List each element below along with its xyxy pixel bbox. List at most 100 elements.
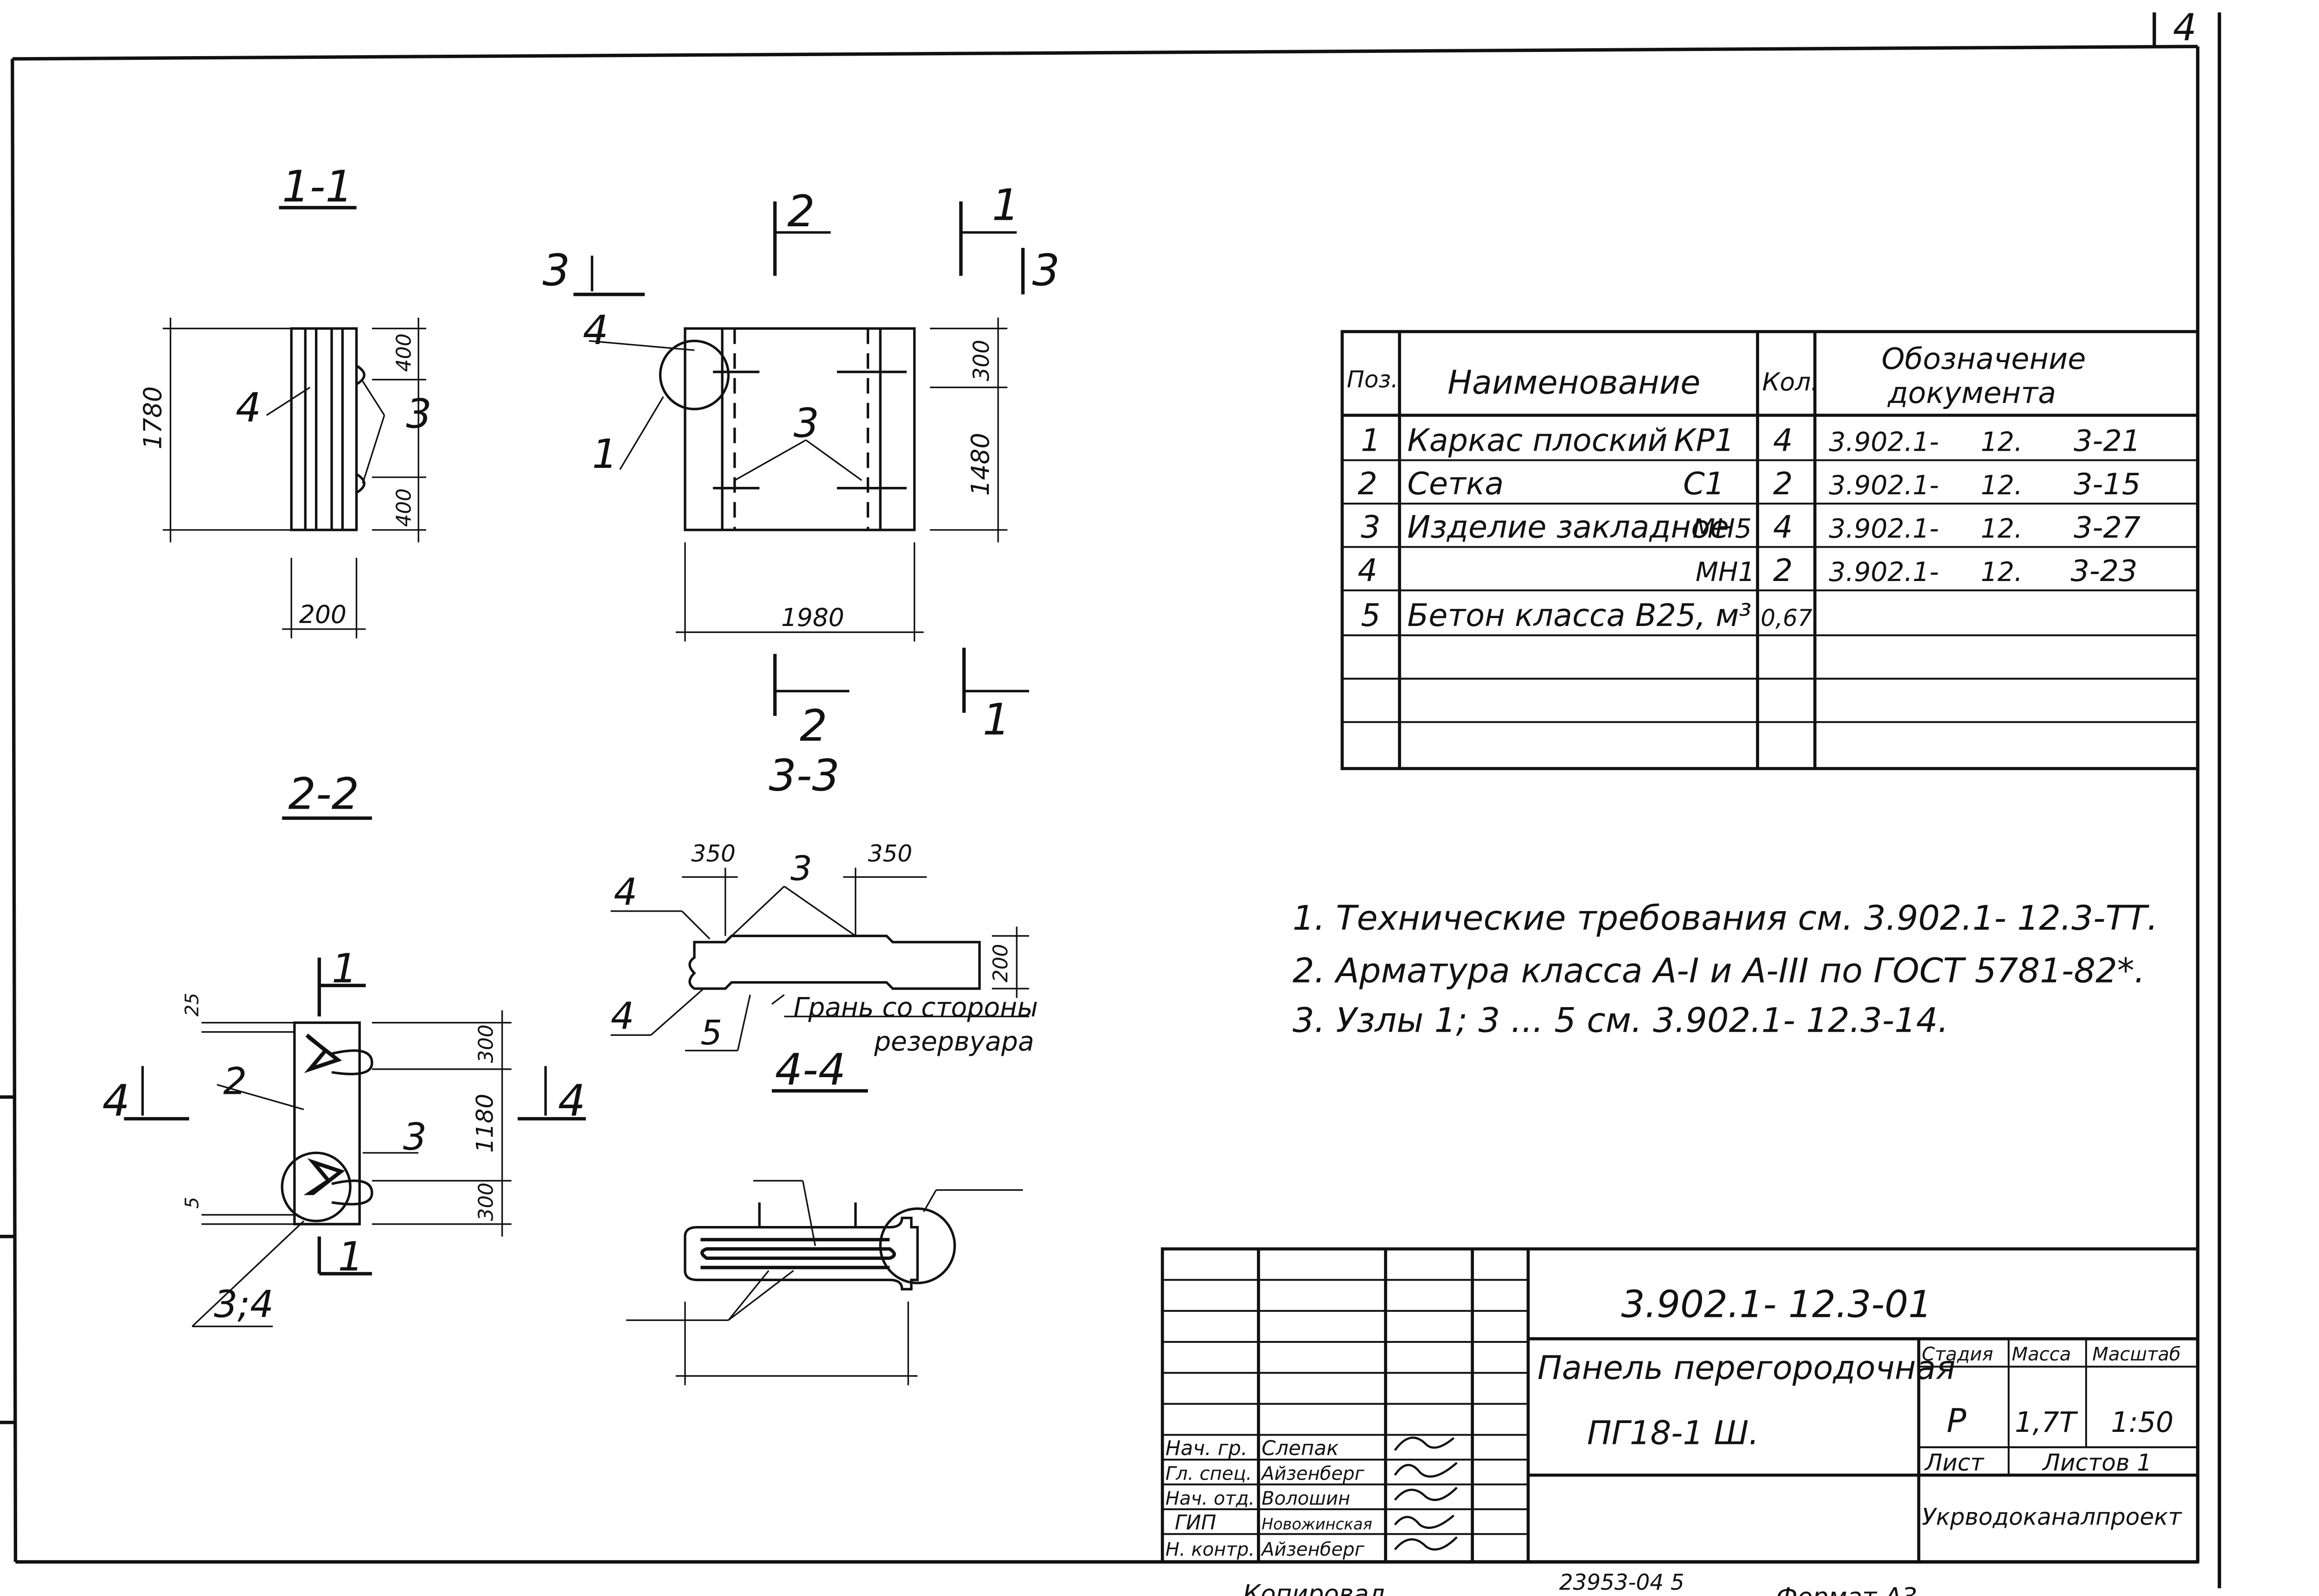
spec-row: 3 Изделие закладное МН5 4 3.902.1- 12. 3… [1361, 509, 2140, 545]
svg-text:2: 2 [1773, 466, 1793, 502]
organization: Укрводоканалпроект [1922, 1503, 2183, 1530]
svg-text:5: 5 [1361, 597, 1381, 633]
cut-mark-label: 4 [102, 1076, 130, 1126]
svg-text:2: 2 [1773, 552, 1793, 588]
svg-text:Айзенберг: Айзенберг [1260, 1463, 1365, 1484]
svg-text:3-15: 3-15 [2074, 467, 2140, 501]
staff-row: Нач. отд. Волошин [1166, 1488, 1350, 1509]
cut-mark-label: 2 [800, 701, 827, 751]
section-2-2-title: 2-2 [288, 769, 359, 819]
note-line: 1. Технические требования см. 3.902.1- 1… [1293, 899, 2158, 938]
dim-25: 25 [182, 993, 203, 1016]
svg-text:3.902.1-: 3.902.1- [1829, 557, 1939, 587]
section-3-3-callout: 1 [592, 431, 618, 478]
spec-table: Поз. Наименование Кол. Обозначение докум… [1340, 330, 2199, 770]
signature [1394, 1436, 1458, 1551]
svg-text:Айзенберг: Айзенберг [1260, 1539, 1365, 1560]
svg-text:Бетон класса В25, м³: Бетон класса В25, м³ [1407, 597, 1751, 633]
inventory-number: 23953-04 5 [1559, 1570, 1685, 1596]
svg-text:4: 4 [1773, 422, 1793, 458]
svg-text:3-27: 3-27 [2074, 511, 2140, 545]
svg-text:12.: 12. [1981, 470, 2023, 501]
spec-header-doc-line1: Обозначение [1882, 341, 2086, 376]
document-name-line1: Панель перегородочная [1537, 1349, 1955, 1387]
cut-mark-label: 3 [543, 245, 570, 296]
spec-header-name: Наименование [1448, 364, 1700, 402]
note-line: 3. Узлы 1; 3 ... 5 см. 3.902.1- 12.3-14. [1293, 1001, 1948, 1041]
svg-text:Н. контр.: Н. контр. [1166, 1539, 1255, 1560]
spec-header-pos: Поз. [1347, 365, 1398, 393]
section-4-4-callout: 5 [700, 1013, 722, 1053]
sheets-label: Листов 1 [2042, 1449, 2152, 1476]
svg-text:Волошин: Волошин [1262, 1488, 1350, 1509]
dim-350-left: 350 [691, 840, 736, 867]
dim-300: 300 [969, 340, 994, 381]
plan-view [626, 1180, 1023, 1385]
svg-text:Нач. гр.: Нач. гр. [1166, 1437, 1248, 1460]
dim-350-right: 350 [868, 840, 912, 867]
section-4-4-callout: 4 [614, 871, 637, 914]
staff-row: Гл. спец. Айзенберг [1166, 1463, 1365, 1484]
svg-text:МН5: МН5 [1692, 514, 1752, 544]
sheet-format: Формат А3 [1776, 1582, 1917, 1596]
svg-text:3-21: 3-21 [2074, 423, 2140, 458]
spec-header-qty: Кол. [1762, 367, 1819, 396]
svg-text:КР1: КР1 [1674, 422, 1734, 458]
svg-text:3-23: 3-23 [2070, 554, 2137, 588]
dim-1780: 1780 [138, 386, 167, 449]
mass-label: Масса [2012, 1344, 2071, 1365]
spec-row: 1 Каркас плоский КР1 4 3.902.1- 12. 3-21 [1361, 422, 2140, 458]
svg-text:МН1: МН1 [1696, 557, 1755, 587]
document-code: 3.902.1- 12.3-01 [1621, 1283, 1932, 1326]
section-4-4-callout: 4 [611, 995, 634, 1038]
section-1-1-callout: 3 [406, 390, 432, 437]
section-1-1-callout: 4 [236, 384, 261, 431]
staff-row: ГИП Новожинская [1175, 1511, 1372, 1534]
spec-header-doc-line2: документа [1887, 376, 2056, 410]
staff-row: Нач. гр. Слепак [1166, 1437, 1339, 1460]
section-2-2-callout: 3;4 [214, 1283, 274, 1326]
edge-note-line1: Грань со стороны [794, 992, 1038, 1023]
section-2-2-callout: 3 [403, 1116, 427, 1159]
dim-400-bottom: 400 [393, 488, 416, 527]
section-2-2-callout: 2 [223, 1060, 247, 1103]
svg-text:3.902.1-: 3.902.1- [1829, 514, 1939, 544]
svg-text:3: 3 [1361, 509, 1381, 545]
section-4-4-title: 4-4 [775, 1045, 846, 1095]
section-1-1: 1-1 4 3 1780 400 4 [138, 161, 432, 638]
cut-mark-label: 1 [332, 945, 357, 992]
mass-value: 1,7Т [2015, 1406, 2078, 1439]
svg-text:0,67: 0,67 [1761, 604, 1813, 632]
sheet-label: Лист [1924, 1449, 1985, 1476]
dim-1980: 1980 [781, 603, 844, 632]
svg-text:4: 4 [1358, 552, 1377, 588]
section-3-3-callout: 4 [583, 307, 608, 354]
cut-mark-label: 4 [558, 1076, 586, 1126]
section-4-4: 350 350 200 4 3 4 5 Грань со стороны рез… [610, 840, 1038, 1095]
scale-value: 1:50 [2111, 1406, 2173, 1439]
spec-row: 5 Бетон класса В25, м³ 0,67 [1361, 597, 1813, 633]
svg-text:Сетка: Сетка [1407, 466, 1504, 502]
svg-text:4: 4 [1773, 509, 1793, 545]
staff-row: Н. контр. Айзенберг [1166, 1539, 1365, 1560]
section-3-3-view: 4 1 3 3 2 1 3 2 1 300 1480 1980 3-3 [543, 180, 1060, 801]
spec-row: 2 Сетка С1 2 3.902.1- 12. 3-15 [1358, 466, 2140, 502]
section-1-1-title: 1-1 [282, 161, 353, 212]
dim-1180: 1180 [471, 1094, 499, 1153]
spec-row: 4 МН1 2 3.902.1- 12. 3-23 [1358, 552, 2137, 588]
svg-text:12.: 12. [1981, 557, 2023, 587]
svg-text:3.902.1-: 3.902.1- [1829, 427, 1939, 457]
section-3-3-callout: 3 [794, 400, 819, 447]
dim-200: 200 [299, 600, 346, 629]
edge-note-line2: резервуара [874, 1027, 1034, 1057]
section-4-4-callout: 3 [790, 849, 812, 888]
stage-value: Р [1947, 1402, 1967, 1440]
dim-300-top: 300 [475, 1025, 498, 1063]
scale-label: Масштаб [2092, 1344, 2181, 1365]
svg-text:С1: С1 [1683, 466, 1724, 502]
svg-text:Нач. отд.: Нач. отд. [1166, 1488, 1255, 1509]
svg-text:Гл. спец.: Гл. спец. [1166, 1463, 1252, 1484]
stage-label: Стадия [1922, 1344, 1993, 1365]
notes: 1. Технические требования см. 3.902.1- 1… [1293, 899, 2158, 1041]
